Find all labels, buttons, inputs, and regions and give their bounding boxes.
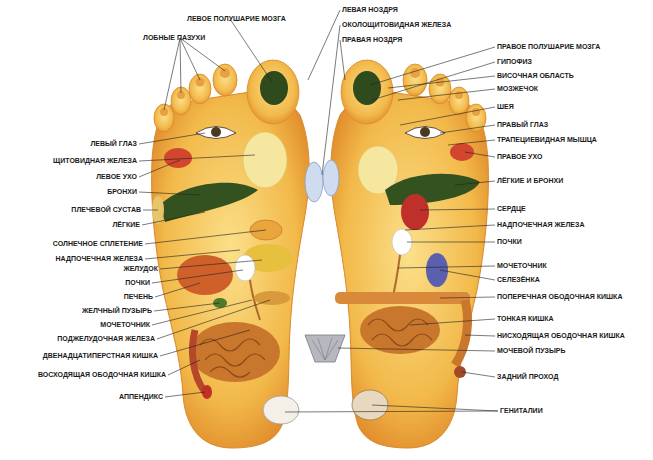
organ-label: МОЧЕВОЙ ПУЗЫРЬ (497, 347, 566, 355)
organ-label: ЛЁГКИЕ (112, 221, 140, 229)
organ-label: НАДПОЧЕЧНАЯ ЖЕЛЕЗА (56, 255, 143, 263)
organ-label: ПЛЕЧЕВОЙ СУСТАВ (71, 206, 141, 214)
organ-label: ПОДЖЕЛУДОЧНАЯ ЖЕЛЕЗА (57, 335, 155, 343)
organ-label: АППЕНДИКС (119, 393, 163, 401)
organ-label: ЖЕЛУДОК (123, 265, 158, 273)
organ-label: ЖЕЛЧНЫЙ ПУЗЫРЬ (82, 307, 152, 315)
organ-label: МОЧЕТОЧНИК (497, 262, 547, 270)
organ-label: БРОНХИ (107, 188, 137, 196)
leader-lines (139, 10, 498, 412)
organ-label: НАДПОЧЕЧНАЯ ЖЕЛЕЗА (497, 221, 584, 229)
organ-label: ПРАВОЕ ПОЛУШАРИЕ МОЗГА (497, 43, 600, 51)
organ-label: ГИПОФИЗ (497, 58, 532, 66)
organ-label: ЗАДНИЙ ПРОХОД (497, 373, 558, 381)
organ-label: ЛЕВАЯ НОЗДРЯ (342, 6, 398, 14)
left-foot (152, 60, 310, 448)
organ-label: ПРАВОЕ УХО (497, 153, 542, 161)
organ-label: ТОНКАЯ КИШКА (497, 315, 554, 323)
center-organs (305, 160, 345, 362)
organ-label: ПРАВАЯ НОЗДРЯ (342, 36, 402, 44)
organ-label: ЛОБНЫЕ ПАЗУХИ (143, 34, 205, 42)
organ-label: ДВЕНАДЦАТИПЕРСТНАЯ КИШКА (43, 352, 158, 360)
organ-label: ВИСОЧНАЯ ОБЛАСТЬ (497, 72, 574, 80)
organ-label: ПЕЧЕНЬ (124, 293, 153, 301)
organ-label: ЩИТОВИДНАЯ ЖЕЛЕЗА (53, 157, 137, 165)
left-foot-organs (152, 71, 299, 424)
organ-label: ЛЕВОЕ УХО (96, 173, 137, 181)
organ-label: ЛЕВОЕ ПОЛУШАРИЕ МОЗГА (187, 15, 286, 23)
organ-label: НИСХОДЯЩАЯ ОБОДОЧНАЯ КИШКА (497, 332, 625, 340)
organ-label: ПОПЕРЕЧНАЯ ОБОДОЧНАЯ КИШКА (497, 293, 622, 301)
organ-label: ВОСХОДЯЩАЯ ОБОДОЧНАЯ КИШКА (38, 371, 166, 379)
organ-label: МОЗЖЕЧОК (497, 85, 538, 93)
organ-label: ТРАПЕЦИЕВИДНАЯ МЫШЦА (497, 136, 597, 144)
organ-label: СОЛНЕЧНОЕ СПЛЕТЕНИЕ (53, 240, 143, 248)
organ-label: ЛЁГКИЕ И БРОНХИ (497, 177, 563, 185)
organ-label: МОЧЕТОЧНИК (100, 321, 150, 329)
right-foot (331, 60, 489, 448)
organ-label: ПОЧКИ (497, 238, 522, 246)
organ-label: ПОЧКИ (125, 279, 150, 287)
organ-label: ОКОЛОЩИТОВИДНАЯ ЖЕЛЕЗА (342, 21, 451, 29)
organ-label: СЕРДЦЕ (497, 205, 526, 213)
organ-label: ГЕНИТАЛИИ (500, 407, 543, 415)
organ-label: ЛЕВЫЙ ГЛАЗ (90, 140, 137, 148)
organ-label: ШЕЯ (497, 103, 514, 111)
organ-label: ПРАВЫЙ ГЛАЗ (497, 121, 548, 129)
organ-label: СЕЛЕЗЁНКА (497, 276, 540, 284)
